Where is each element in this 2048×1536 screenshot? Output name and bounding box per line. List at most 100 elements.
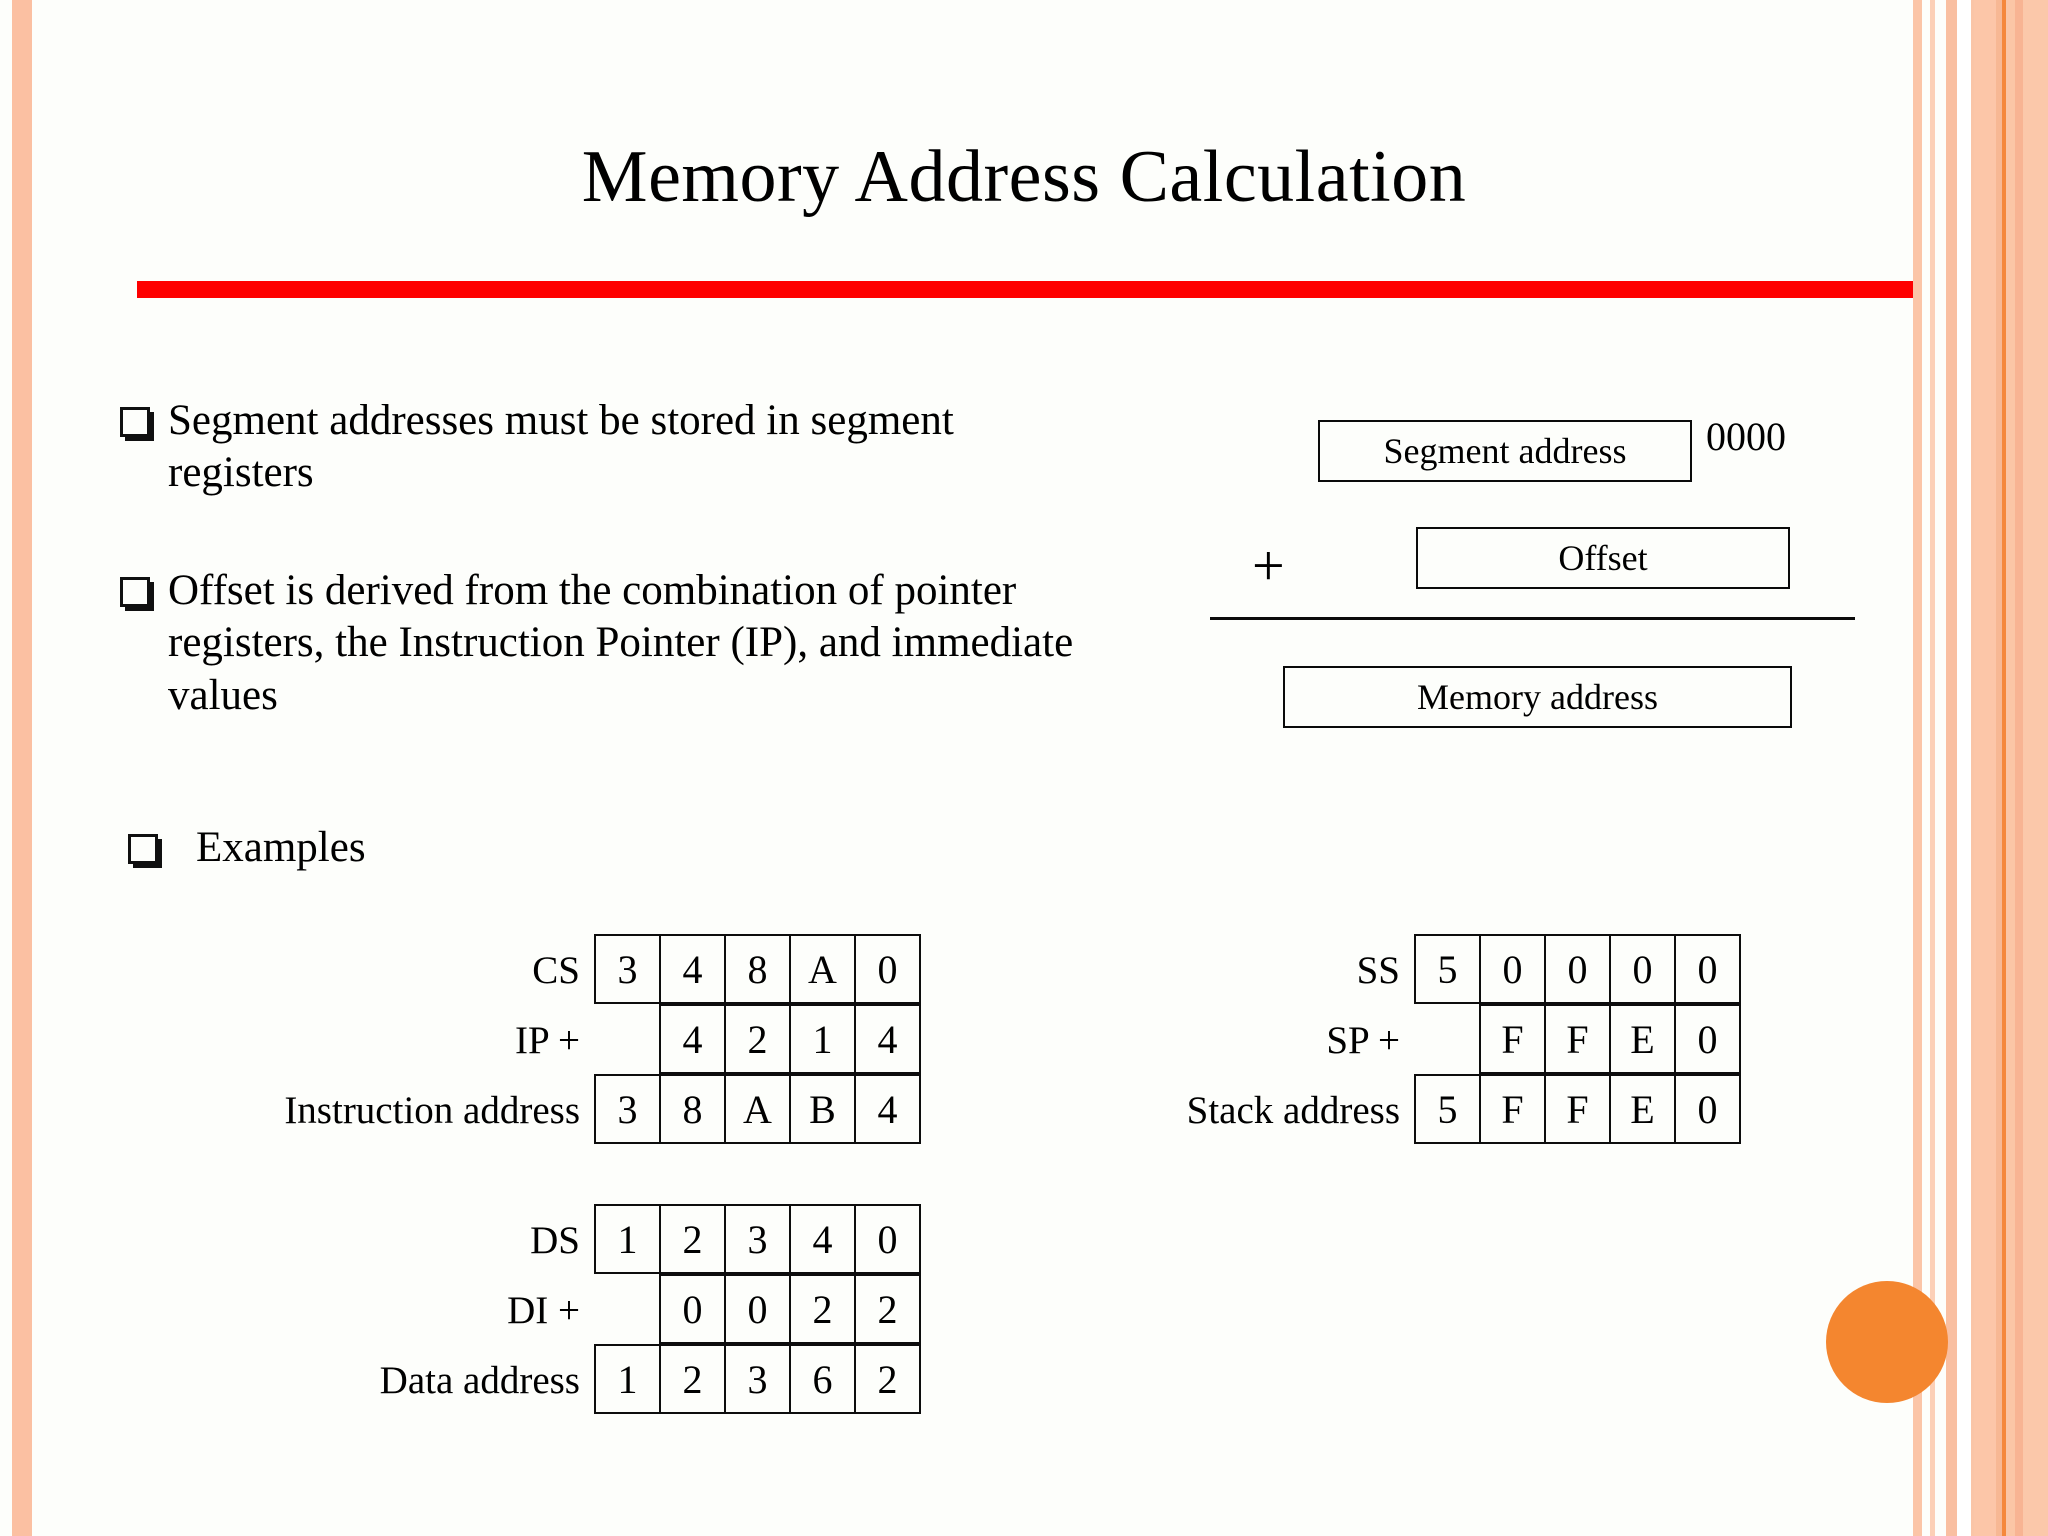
example-hex-cell: 4 bbox=[659, 934, 726, 1004]
example-hex-cell: E bbox=[1609, 1074, 1676, 1144]
example-hex-cell: 0 bbox=[854, 934, 921, 1004]
example-hex-cell: A bbox=[789, 934, 856, 1004]
example-hex-cell: E bbox=[1609, 1004, 1676, 1074]
example-hex-cell: 4 bbox=[854, 1074, 921, 1144]
example-hex-cell: 4 bbox=[854, 1004, 921, 1074]
example-hex-cell: 3 bbox=[594, 934, 661, 1004]
right-border-stripe-2 bbox=[1930, 0, 1935, 1536]
bullet-label: Examples bbox=[196, 824, 366, 871]
plus-operator: + bbox=[1252, 533, 1285, 598]
square-bullet-icon bbox=[120, 407, 154, 441]
example-row-label: Instruction address bbox=[284, 1088, 580, 1132]
memory-address-box: Memory address bbox=[1283, 666, 1792, 728]
example-hex-cell: 0 bbox=[854, 1204, 921, 1274]
example-hex-cell: 0 bbox=[1544, 934, 1611, 1004]
example-hex-cell: 2 bbox=[854, 1344, 921, 1414]
example-cell-spacer bbox=[594, 1004, 661, 1074]
accent-circle bbox=[1826, 1281, 1948, 1403]
bullet-label: Segment addresses must be stored in segm… bbox=[168, 397, 954, 497]
right-border-stripe-11 bbox=[2023, 0, 2048, 1536]
example-hex-cell: F bbox=[1544, 1074, 1611, 1144]
example-hex-cell: 0 bbox=[1674, 934, 1741, 1004]
example-row-label: DS bbox=[530, 1218, 580, 1262]
example-hex-cell: 8 bbox=[659, 1074, 726, 1144]
example-hex-cell: 4 bbox=[789, 1204, 856, 1274]
example-hex-cell: 0 bbox=[659, 1274, 726, 1344]
example-hex-cell: 0 bbox=[1609, 934, 1676, 1004]
segment-address-box: Segment address bbox=[1318, 420, 1692, 482]
sum-divider-line bbox=[1210, 617, 1855, 620]
example-hex-cell: A bbox=[724, 1074, 791, 1144]
segment-trailing-zeros: 0000 bbox=[1706, 414, 1786, 459]
right-border-stripe-9 bbox=[2006, 0, 2015, 1536]
right-border-stripe-4 bbox=[1957, 0, 1971, 1536]
example-hex-cell: B bbox=[789, 1074, 856, 1144]
example-hex-cell: F bbox=[1479, 1074, 1546, 1144]
left-border-stripe bbox=[12, 0, 32, 1536]
example-hex-cell: 3 bbox=[724, 1344, 791, 1414]
right-border-stripe-6 bbox=[1974, 0, 1996, 1536]
title-divider-rule bbox=[137, 281, 1913, 298]
example-hex-cell: 2 bbox=[789, 1274, 856, 1344]
right-border-stripe-10 bbox=[2015, 0, 2023, 1536]
example-hex-cell: 0 bbox=[1479, 934, 1546, 1004]
bullet-label: Offset is derived from the combination o… bbox=[168, 567, 1074, 719]
example-row-label: SS bbox=[1356, 948, 1400, 992]
example-row-label: Stack address bbox=[1186, 1088, 1400, 1132]
offset-box: Offset bbox=[1416, 527, 1790, 589]
right-border-stripe-5 bbox=[1971, 0, 1974, 1536]
example-hex-cell: 1 bbox=[594, 1344, 661, 1414]
example-hex-cell: 1 bbox=[594, 1204, 661, 1274]
example-hex-cell: 4 bbox=[659, 1004, 726, 1074]
example-hex-cell: 6 bbox=[789, 1344, 856, 1414]
example-hex-cell: 5 bbox=[1414, 1074, 1481, 1144]
example-cell-spacer bbox=[594, 1274, 661, 1344]
example-hex-cell: 5 bbox=[1414, 934, 1481, 1004]
square-bullet-icon bbox=[128, 834, 162, 868]
example-hex-cell: 2 bbox=[854, 1274, 921, 1344]
example-hex-cell: F bbox=[1479, 1004, 1546, 1074]
square-bullet-icon bbox=[120, 577, 154, 611]
right-border-stripe-8 bbox=[2002, 0, 2006, 1536]
example-row-label: SP + bbox=[1326, 1018, 1400, 1062]
example-row-label: IP + bbox=[515, 1018, 580, 1062]
example-row-label: Data address bbox=[379, 1358, 580, 1402]
example-hex-cell: F bbox=[1544, 1004, 1611, 1074]
example-hex-cell: 0 bbox=[1674, 1004, 1741, 1074]
bullet-item-examples: Examples bbox=[128, 822, 628, 874]
example-hex-cell: 0 bbox=[724, 1274, 791, 1344]
example-hex-cell: 8 bbox=[724, 934, 791, 1004]
example-cell-spacer bbox=[1414, 1004, 1481, 1074]
right-border-stripe-3 bbox=[1946, 0, 1957, 1536]
example-row-label: DI + bbox=[507, 1288, 580, 1332]
bullet-item-segment-addresses: Segment addresses must be stored in segm… bbox=[120, 395, 1040, 500]
right-border-stripe-1 bbox=[1913, 0, 1922, 1536]
right-border-stripe-7 bbox=[1996, 0, 2002, 1536]
example-hex-cell: 2 bbox=[659, 1204, 726, 1274]
page-title: Memory Address Calculation bbox=[581, 136, 1467, 218]
example-hex-cell: 3 bbox=[594, 1074, 661, 1144]
example-hex-cell: 2 bbox=[659, 1344, 726, 1414]
